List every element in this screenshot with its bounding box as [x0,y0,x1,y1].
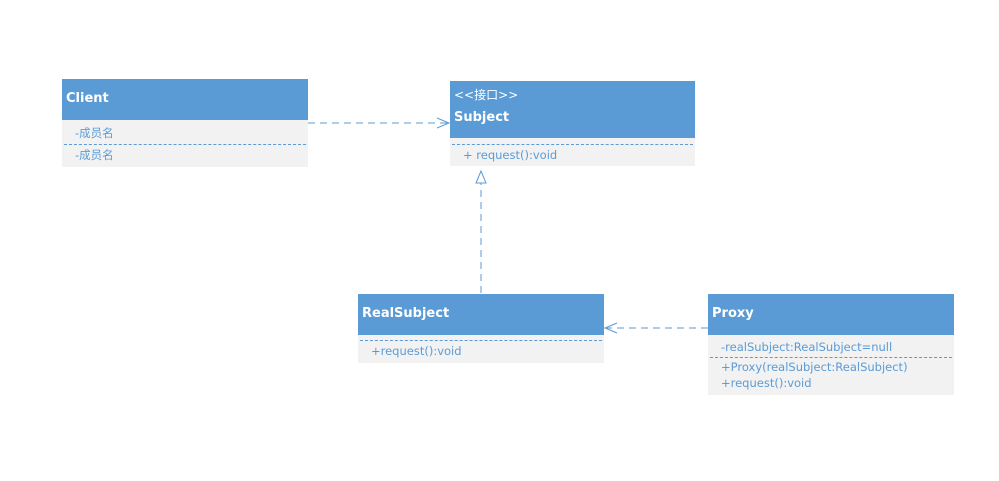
realsubject-to-subject-arrowhead [475,169,487,184]
client-class-name: Client [66,91,109,106]
subject-interface-header: <<接口>> Subject [450,81,695,138]
realsubject-class-header: RealSubject [358,294,604,335]
client-separator [64,144,306,145]
realsubject-class[interactable]: RealSubject +request():void [358,294,604,363]
subject-interface[interactable]: <<接口>> Subject + request():void [450,81,695,166]
proxy-to-realsubject-arrowhead [603,322,618,334]
proxy-operation: +request():void [721,376,812,390]
client-class[interactable]: Client -成员名 -成员名 [62,79,308,167]
subject-separator [452,144,693,145]
realsubject-class-body: +request():void [358,335,604,363]
proxy-class[interactable]: Proxy -realSubject:RealSubject=null +Pro… [708,294,954,395]
client-to-subject-arrowhead [436,117,451,129]
realsubject-operation: +request():void [371,344,462,358]
subject-stereotype: <<接口>> [454,88,519,102]
client-attribute: -成员名 [75,148,114,162]
proxy-class-name: Proxy [712,306,754,321]
subject-operation: + request():void [463,148,558,162]
proxy-operation: +Proxy(realSubject:RealSubject) [721,360,908,374]
proxy-class-body: -realSubject:RealSubject=null +Proxy(rea… [708,335,954,395]
proxy-class-header: Proxy [708,294,954,335]
subject-interface-body: + request():void [450,138,695,166]
client-class-header: Client [62,79,308,120]
client-attribute: -成员名 [75,126,114,140]
realsubject-class-name: RealSubject [362,306,450,321]
proxy-attribute: -realSubject:RealSubject=null [721,340,893,354]
proxy-separator [710,357,952,358]
subject-interface-name: Subject [454,110,510,125]
realsubject-separator [360,340,602,341]
client-class-body: -成员名 -成员名 [62,120,308,167]
